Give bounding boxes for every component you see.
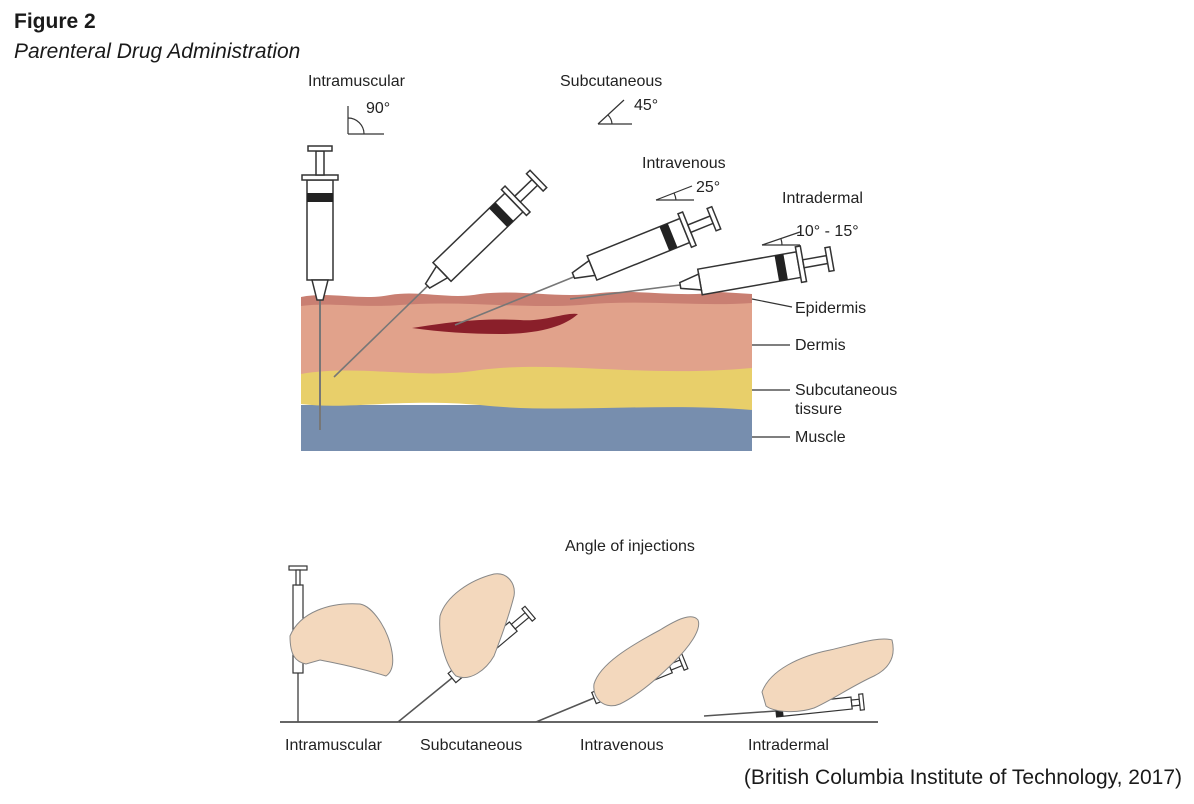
- angle-subcutaneous: 45°: [634, 97, 658, 114]
- figure-title: Parenteral Drug Administration: [14, 40, 301, 63]
- hand-intramuscular: [288, 565, 394, 722]
- figure-label: Figure 2: [14, 10, 96, 33]
- hand-intravenous: [535, 616, 700, 723]
- sc-needle: [333, 271, 443, 378]
- label-intramuscular: Intramuscular: [308, 73, 406, 90]
- bottom-label-intradermal: Intradermal: [748, 737, 829, 754]
- label-intravenous: Intravenous: [642, 155, 726, 172]
- angle-symbol-10-15: [761, 231, 801, 246]
- angle-intramuscular: 90°: [366, 100, 390, 117]
- bottom-label-intravenous: Intravenous: [580, 737, 664, 754]
- leader-epidermis: [751, 298, 793, 308]
- angle-symbol-90: [347, 106, 384, 135]
- angle-intradermal: 10° - 15°: [796, 223, 859, 240]
- epidermis-layer: [301, 291, 752, 307]
- angle-intravenous: 25°: [696, 179, 720, 196]
- angle-symbol-25: [655, 185, 694, 201]
- skin-cross-section: [301, 291, 752, 451]
- dermis-layer: [301, 300, 752, 374]
- citation: (British Columbia Institute of Technolog…: [743, 766, 1182, 789]
- syringe-intramuscular: [301, 145, 339, 301]
- label-subcutaneous-tissue-1: Subcutaneous: [795, 382, 897, 399]
- label-intradermal: Intradermal: [782, 190, 863, 207]
- label-epidermis: Epidermis: [795, 300, 866, 317]
- id-needle: [569, 284, 681, 300]
- syringe-subcutaneous: [414, 165, 552, 300]
- muscle-layer: [301, 405, 752, 451]
- vein: [412, 313, 578, 334]
- label-dermis: Dermis: [795, 337, 846, 354]
- subcutaneous-layer: [301, 364, 752, 410]
- hand-subcutaneous: [397, 573, 537, 723]
- bottom-label-subcutaneous: Subcutaneous: [420, 737, 522, 754]
- bottom-label-intramuscular: Intramuscular: [285, 737, 383, 754]
- hand-intradermal: [703, 638, 894, 718]
- label-subcutaneous: Subcutaneous: [560, 73, 662, 90]
- label-muscle: Muscle: [795, 429, 846, 446]
- label-subcutaneous-tissue-2: tissure: [795, 401, 842, 418]
- angle-symbol-45: [597, 99, 632, 125]
- bottom-title: Angle of injections: [565, 538, 695, 555]
- iv-needle: [454, 275, 577, 326]
